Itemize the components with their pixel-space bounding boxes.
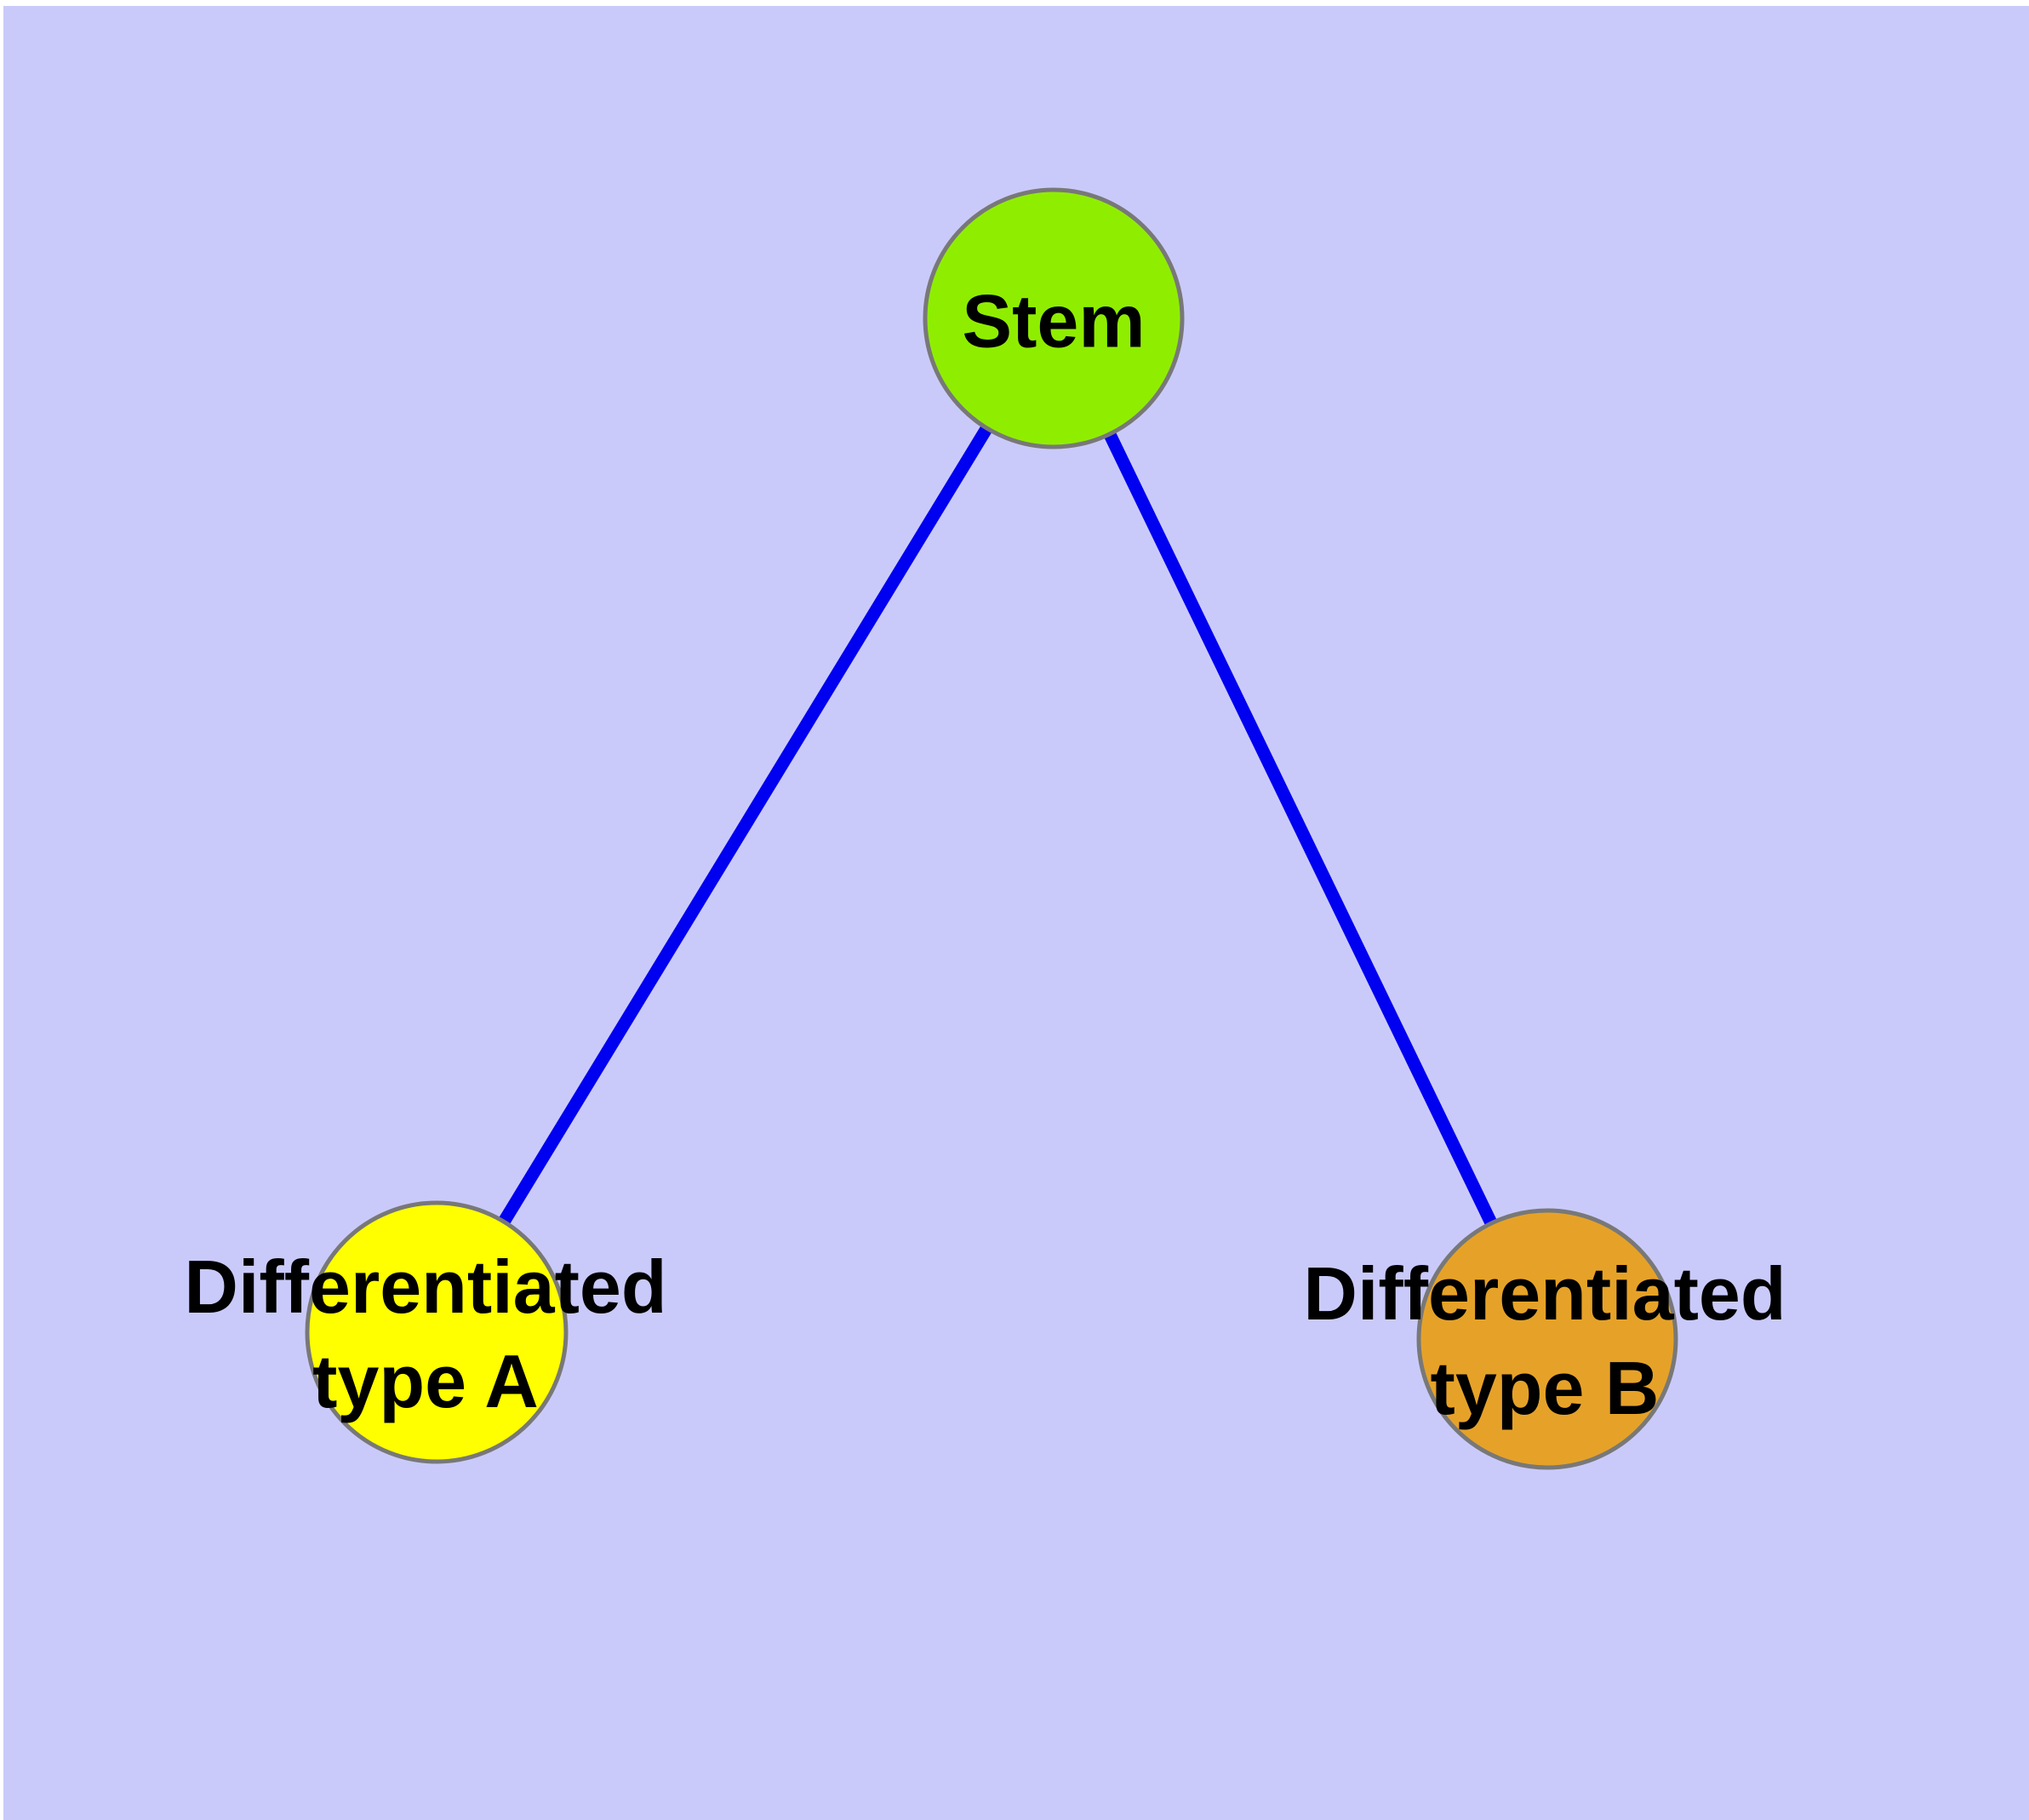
node-type-a-circle	[305, 1200, 569, 1464]
node-stem-circle	[923, 187, 1185, 449]
edge-stem-to-type-b	[1048, 315, 1553, 1342]
node-type-b-circle	[1416, 1208, 1678, 1470]
edge-stem-to-type-a	[431, 315, 1060, 1336]
